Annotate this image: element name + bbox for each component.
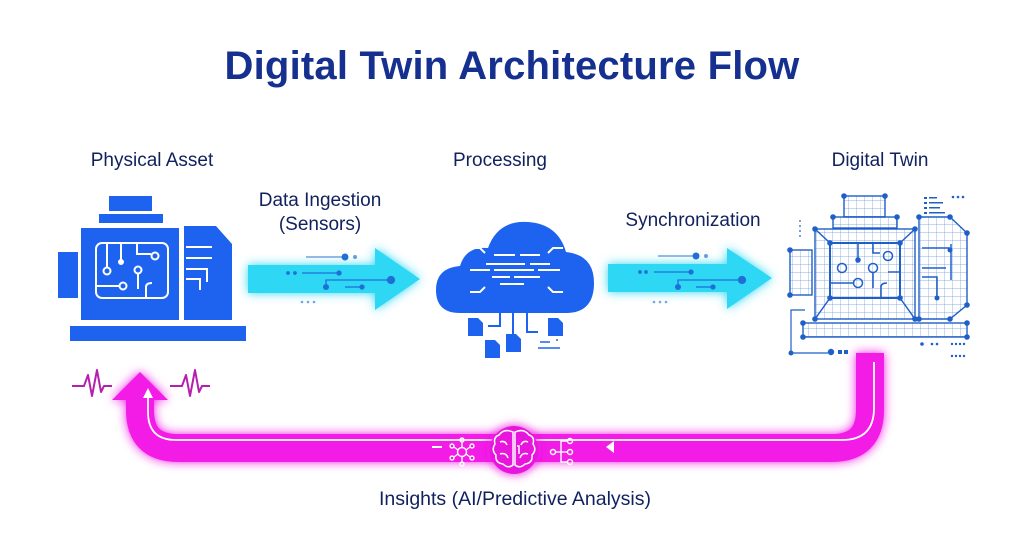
document-icon	[468, 318, 563, 358]
feedback-inner-arrowhead	[143, 388, 153, 398]
digital-twin-label: Digital Twin	[831, 150, 929, 171]
feedback-direction-arrow-icon	[606, 441, 614, 453]
processing-label: Processing	[453, 150, 547, 171]
insights-label: Insights (AI/Predictive Analysis)	[378, 488, 652, 510]
network-hub-icon	[449, 437, 475, 467]
hierarchy-icon	[549, 437, 574, 466]
brain-icon	[490, 426, 538, 474]
data-ingestion-label-line2: (Sensors)	[278, 214, 362, 235]
data-ingestion-label: Data Ingestion (Sensors)	[240, 189, 400, 237]
synchronization-circuit-lines	[638, 252, 747, 304]
data-ingestion-arrow-icon	[248, 248, 420, 310]
data-ingestion-label-line1: Data Ingestion	[258, 190, 382, 211]
data-ingestion-circuit-lines	[286, 253, 396, 304]
synchronization-label: Synchronization	[625, 210, 761, 231]
pulse-icon	[170, 369, 210, 397]
blueprint-motor-icon	[787, 193, 970, 358]
cloud-icon	[436, 221, 594, 313]
processing-data-lines	[488, 313, 538, 338]
physical-asset-label: Physical Asset	[90, 150, 214, 171]
feedback-loop-arrow	[112, 353, 884, 462]
pulse-icon	[72, 369, 112, 397]
synchronization-arrow-icon	[608, 248, 772, 309]
motor-icon	[58, 196, 246, 341]
diagram-title: Digital Twin Architecture Flow	[224, 44, 800, 88]
